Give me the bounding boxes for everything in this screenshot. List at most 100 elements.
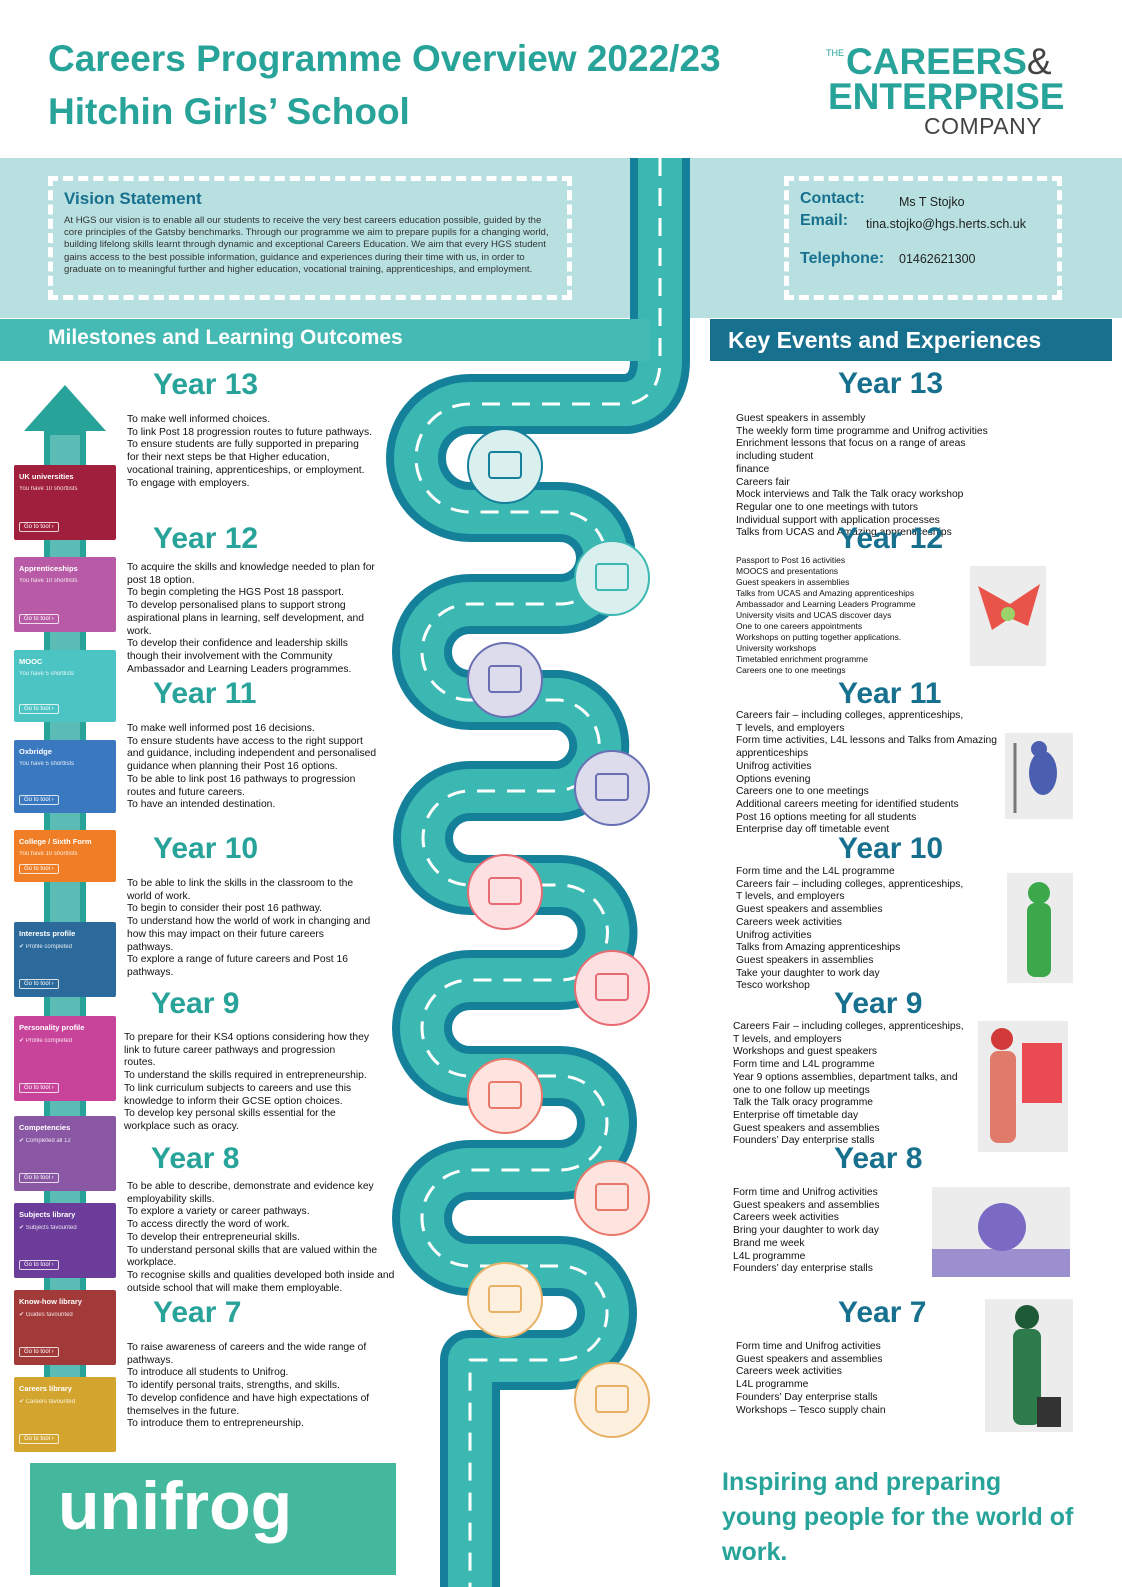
- outcome-line: To make well informed post 16 decisions.: [127, 723, 315, 734]
- event-line: Unifrog activities: [736, 929, 812, 941]
- go-to-tool-button[interactable]: Go to tool ›: [19, 522, 59, 532]
- outcome-line: To develop key personal skills essential…: [124, 1108, 336, 1120]
- tool-card[interactable]: MOOC You have 5 shortlists Go to tool ›: [14, 650, 116, 722]
- tool-card-status: ✔ Careers favourited: [19, 1399, 76, 1405]
- telephone-value[interactable]: 01462621300: [899, 252, 976, 266]
- tool-card-status: You have 5 shortlists: [19, 761, 75, 767]
- go-to-tool-button[interactable]: Go to tool ›: [19, 704, 59, 714]
- outcome-list: To be able to link the skills in the cla…: [127, 878, 402, 980]
- tool-card-title: Oxbridge: [19, 747, 52, 756]
- event-line: one to one follow up meetings: [733, 1084, 870, 1096]
- go-to-tool-button[interactable]: Go to tool ›: [19, 1347, 59, 1357]
- presentation-icon: [467, 428, 543, 504]
- event-line: T levels, and employers: [733, 1033, 842, 1045]
- building-icon-glyph: [595, 973, 629, 1001]
- go-to-tool-button[interactable]: Go to tool ›: [19, 614, 59, 624]
- outcome-line: employability skills.: [127, 1193, 215, 1205]
- event-year-heading: Year 8: [834, 1142, 923, 1175]
- event-line: Passport to Post 16 activities: [736, 555, 846, 565]
- go-to-tool-button[interactable]: Go to tool ›: [19, 1260, 59, 1270]
- outcome-line: To raise awareness of careers and the wi…: [127, 1342, 367, 1353]
- tool-card[interactable]: Know-how library ✔ Guides favourited Go to…: [14, 1290, 116, 1365]
- event-line: Careers week activities: [733, 1212, 839, 1224]
- event-line: Workshops – Tesco supply chain: [736, 1404, 886, 1416]
- event-line: Guest speakers and assemblies: [733, 1199, 880, 1211]
- go-to-tool-button[interactable]: Go to tool ›: [19, 795, 59, 805]
- go-to-tool-button[interactable]: Go to tool ›: [19, 979, 59, 989]
- logo-enterprise: ENTERPRISE: [828, 76, 1065, 117]
- outcome-list: To be able to describe, demonstrate and …: [127, 1181, 402, 1295]
- outcome-line: To understand how the world of work in c…: [127, 916, 371, 928]
- outcome-line: and guidance, including independent and …: [127, 748, 377, 760]
- tool-card-title: Know-how library: [19, 1297, 82, 1306]
- road-stroke: [414, 158, 662, 1587]
- route-icon: [574, 1160, 650, 1236]
- outcome-line: for their next steps be that Higher educ…: [127, 452, 330, 464]
- outcome-line: To be able to link post 16 pathways to p…: [127, 773, 356, 785]
- event-line: finance: [736, 463, 770, 475]
- event-list: Careers Fair – including colleges, appre…: [733, 1021, 1003, 1148]
- milestones-banner: [0, 319, 650, 361]
- event-line: University workshops: [736, 643, 817, 653]
- calendar-icon-glyph: [488, 877, 522, 905]
- event-line: Workshops and guest speakers: [733, 1046, 878, 1058]
- outcome-year-heading: Year 11: [153, 677, 257, 710]
- outcome-line: To ensure students are fully supported i…: [127, 439, 359, 451]
- outcome-line: To begin completing the HGS Post 18 pass…: [127, 587, 344, 599]
- tool-card-title: Competencies: [19, 1123, 71, 1132]
- event-line: Guest speakers in assembly: [736, 413, 866, 424]
- event-line: Form time and Unifrog activities: [736, 1341, 881, 1352]
- event-line: Talks from UCAS and Amazing apprenticesh…: [736, 527, 952, 539]
- go-to-tool-button[interactable]: Go to tool ›: [19, 1173, 59, 1183]
- event-year-heading: Year 11: [838, 677, 942, 710]
- event-line: Form time and L4L programme: [733, 1059, 875, 1071]
- event-line: Careers Fair – including colleges, appre…: [733, 1021, 964, 1032]
- outcome-year-heading: Year 12: [153, 522, 259, 555]
- event-line: Tesco workshop: [736, 980, 810, 992]
- logo-careers: CAREERS&: [846, 41, 1052, 82]
- tool-card-status: ✔ Profile completed: [19, 1038, 73, 1044]
- email-value[interactable]: tina.stojko@hgs.herts.sch.uk: [866, 217, 1026, 231]
- outcome-line: aspirational plans in learning, self dev…: [127, 612, 364, 624]
- receptionist-icon-glyph: [595, 563, 629, 591]
- outcome-year-heading: Year 13: [153, 368, 259, 401]
- go-to-tool-button[interactable]: Go to tool ›: [19, 864, 59, 874]
- route-icon-glyph: [595, 1183, 629, 1211]
- tool-card[interactable]: Subjects library ✔ Subjects favourited Go …: [14, 1203, 116, 1278]
- event-line: Regular one to one meetings with tutors: [736, 501, 919, 513]
- event-line: Mock interviews and Talk the Talk oracy …: [736, 489, 964, 501]
- outcome-line: To engage with employers.: [127, 477, 250, 489]
- outcome-line: guidance when planning their Post 16 opt…: [127, 761, 338, 773]
- event-line: Take your daughter to work day: [736, 967, 880, 979]
- tool-card-title: Subjects library: [19, 1210, 76, 1219]
- tool-card-status: You have 5 shortlists: [19, 671, 75, 677]
- go-to-tool-button[interactable]: Go to tool ›: [19, 1434, 59, 1444]
- outcome-year-heading: Year 8: [151, 1142, 240, 1175]
- road-icons: [467, 428, 650, 1438]
- thumbs-up-icon-glyph: [595, 773, 629, 801]
- presentation-icon-glyph: [488, 451, 522, 479]
- tool-card-status: ✔ Guides favourited: [19, 1312, 73, 1318]
- outcome-line: To be able to link the skills in the cla…: [127, 878, 354, 889]
- event-line: Guest speakers and assemblies: [736, 1353, 883, 1365]
- go-to-tool-button[interactable]: Go to tool ›: [19, 1083, 59, 1093]
- tool-card-title: MOOC: [19, 657, 43, 666]
- school-icon: [467, 1058, 543, 1134]
- outcome-line: To ensure students have access to the ri…: [127, 735, 363, 747]
- event-line: Guest speakers and assemblies: [736, 904, 883, 916]
- event-line: Guest speakers in assemblies: [736, 577, 850, 587]
- outcome-line: though their involvement with the Commun…: [127, 650, 333, 662]
- outcome-line: To have an intended destination.: [127, 799, 276, 811]
- tool-card-status: ✔ Subjects favourited: [19, 1225, 77, 1231]
